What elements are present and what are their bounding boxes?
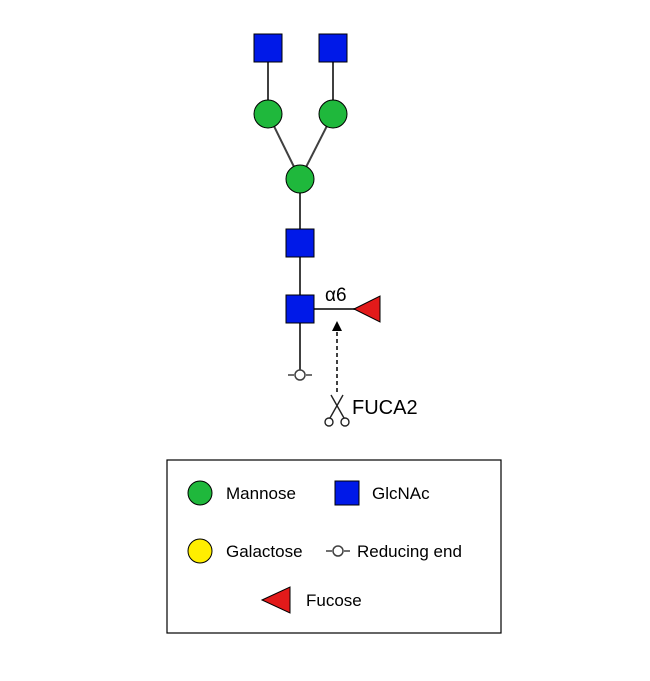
legend-galactose-label: Galactose [226, 542, 303, 561]
mannose-circle-core [285, 164, 315, 194]
mannose-circle-left [253, 99, 283, 129]
reducing-end-symbol [288, 369, 312, 381]
legend-mannose-label: Mannose [226, 484, 296, 503]
legend-fucose-label: Fucose [306, 591, 362, 610]
glcnac-square-bottom [285, 294, 315, 324]
glcnac-square-top-left [253, 33, 283, 63]
link-label: α6 [325, 285, 347, 306]
legend-mannose-icon [187, 480, 213, 506]
legend-fucose-icon [260, 586, 291, 614]
glcnac-square-top-right [318, 33, 348, 63]
cleavage-arrow [332, 321, 342, 392]
legend-glcnac-label: GlcNAc [372, 484, 430, 503]
scissors-icon [324, 394, 350, 427]
legend-reducing-end-icon [326, 545, 350, 557]
glcnac-square-middle [285, 228, 315, 258]
enzyme-label: FUCA2 [352, 397, 418, 419]
fucose-triangle [352, 295, 381, 323]
legend-box: Mannose GlcNAc Galactose Reducing end Fu… [166, 459, 502, 634]
legend-galactose-icon [187, 538, 213, 564]
legend-glcnac-icon [334, 480, 360, 506]
mannose-circle-right [318, 99, 348, 129]
residues [253, 33, 381, 324]
legend-reducing-end-label: Reducing end [357, 542, 462, 561]
